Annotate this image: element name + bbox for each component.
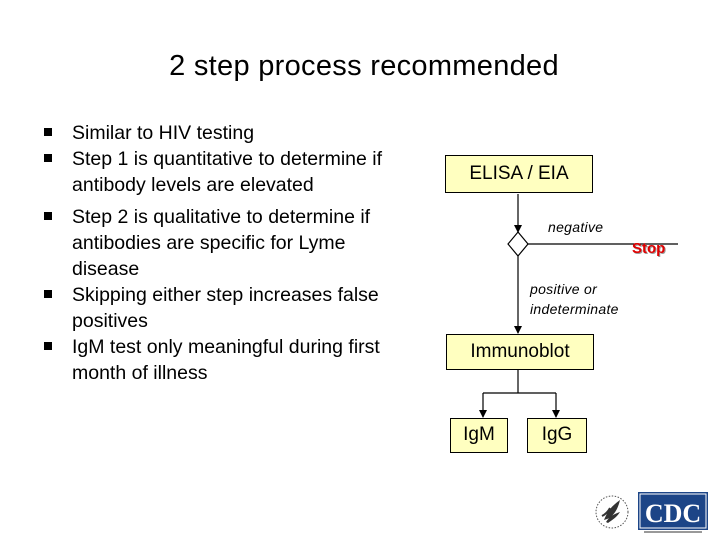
bullet-item: Step 2 is qualitative to determine if an… <box>42 204 402 282</box>
bullet-item: IgM test only meaningful during first mo… <box>42 334 402 386</box>
igg-box: IgG <box>527 418 587 453</box>
page-title: 2 step process recommended <box>169 50 559 82</box>
igm-box: IgM <box>450 418 508 453</box>
decision-diamond <box>507 231 529 257</box>
stop-label: Stop <box>632 240 666 257</box>
bullet-item: Step 1 is quantitative to determine if a… <box>42 146 402 198</box>
bullet-item: Skipping either step increases false pos… <box>42 282 402 334</box>
elisa-box: ELISA / EIA <box>445 155 593 193</box>
bullet-square-icon <box>44 128 52 136</box>
bullet-text: Step 2 is qualitative to determine if an… <box>72 206 371 280</box>
hhs-eagle-logo <box>595 495 629 529</box>
cdc-logo-text: CDC <box>645 499 701 528</box>
bullet-square-icon <box>44 342 52 350</box>
immunoblot-box: Immunoblot <box>446 334 594 370</box>
cdc-logo: CDC <box>638 490 708 536</box>
positive-label-line2: indeterminate <box>530 301 619 317</box>
negative-label: negative <box>548 219 604 235</box>
positive-label-line1: positive or <box>530 281 598 297</box>
bullet-square-icon <box>44 212 52 220</box>
bullet-square-icon <box>44 290 52 298</box>
bullet-list: Similar to HIV testing Step 1 is quantit… <box>42 120 402 386</box>
bullet-text: Step 1 is quantitative to determine if a… <box>72 148 383 196</box>
bullet-text: Similar to HIV testing <box>72 122 255 144</box>
bullet-item: Similar to HIV testing <box>42 120 402 146</box>
bullet-text: IgM test only meaningful during first mo… <box>72 336 380 384</box>
bullet-text: Skipping either step increases false pos… <box>72 284 379 332</box>
bullet-square-icon <box>44 154 52 162</box>
